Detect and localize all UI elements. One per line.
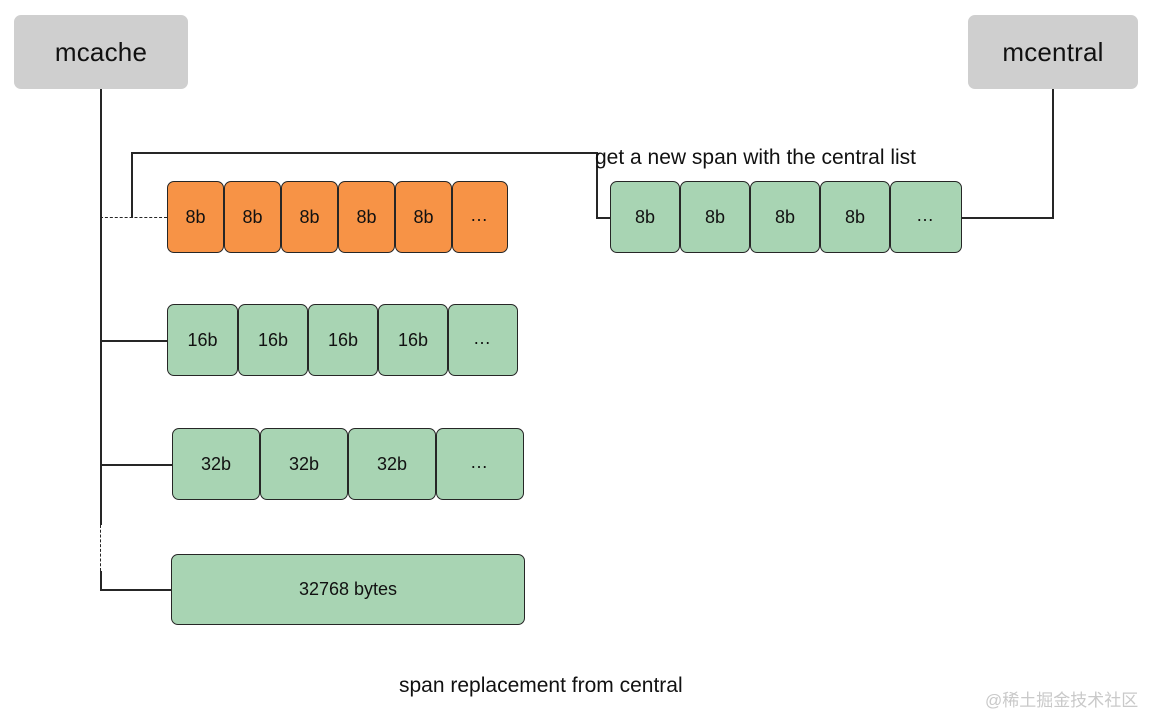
central-span-cell[interactable]: 8b bbox=[820, 181, 890, 253]
span-cell-label: 32b bbox=[288, 453, 320, 474]
span-cell[interactable]: 16b bbox=[238, 304, 308, 376]
span-cell[interactable]: 8b bbox=[395, 181, 452, 253]
watermark: @稀土掘金技术社区 bbox=[985, 691, 1139, 710]
node-mcentral[interactable]: mcentral bbox=[968, 15, 1138, 89]
wire-mcache-trunk-dashed bbox=[100, 525, 101, 571]
node-mcentral-label: mcentral bbox=[1002, 36, 1104, 67]
span-cell-ellipsis[interactable]: … bbox=[436, 428, 524, 500]
wire-mcentral-trunk bbox=[1052, 89, 1054, 218]
span-cell[interactable]: 32b bbox=[260, 428, 348, 500]
span-cell-label: 8b bbox=[299, 206, 320, 227]
node-mcache-label: mcache bbox=[54, 36, 148, 67]
wire-mcache-trunk-upper bbox=[100, 89, 102, 525]
node-mcache[interactable]: mcache bbox=[14, 15, 188, 89]
span-cell-label: … bbox=[470, 451, 490, 472]
central-span-cell-label: 8b bbox=[844, 206, 866, 227]
central-span-cell[interactable]: 8b bbox=[680, 181, 750, 253]
span-cell-label: 32b bbox=[376, 453, 408, 474]
central-span-cell-ellipsis[interactable]: … bbox=[890, 181, 962, 253]
span-cell-label: … bbox=[470, 204, 490, 225]
span-cell-label: 16b bbox=[257, 329, 289, 350]
wire-replacement-into-central-span bbox=[596, 217, 612, 219]
span-cell[interactable]: 32b bbox=[172, 428, 260, 500]
span-cell-label: 8b bbox=[242, 206, 263, 227]
wire-branch-8b-dashed bbox=[100, 217, 167, 218]
wire-mcache-trunk-lower bbox=[100, 571, 102, 591]
central-span-cell[interactable]: 8b bbox=[750, 181, 820, 253]
central-span-cell-label: 8b bbox=[704, 206, 726, 227]
span-cell-label: 16b bbox=[397, 329, 429, 350]
span-cell-label: 32768 bytes bbox=[298, 579, 398, 599]
wire-branch-16b bbox=[100, 340, 167, 342]
span-cell-large[interactable]: 32768 bytes bbox=[171, 554, 525, 625]
span-cell-label: 16b bbox=[187, 329, 218, 350]
diagram-caption: span replacement from central bbox=[399, 674, 683, 697]
span-cell[interactable]: 32b bbox=[348, 428, 436, 500]
span-cell-ellipsis[interactable]: … bbox=[448, 304, 518, 376]
wire-branch-large bbox=[100, 589, 171, 591]
central-span-cell-label: … bbox=[916, 204, 936, 225]
span-cell[interactable]: 8b bbox=[338, 181, 395, 253]
span-cell[interactable]: 8b bbox=[281, 181, 338, 253]
span-cell[interactable]: 8b bbox=[167, 181, 224, 253]
span-cell-label: … bbox=[473, 327, 493, 348]
wire-replacement-right-drop bbox=[596, 152, 598, 218]
span-cell[interactable]: 16b bbox=[308, 304, 378, 376]
annotation-central-list: get a new span with the central list bbox=[595, 146, 917, 169]
span-cell-label: 8b bbox=[356, 206, 377, 227]
span-cell-label: 16b bbox=[327, 329, 359, 350]
wire-replacement-top bbox=[131, 152, 598, 154]
span-cell[interactable]: 16b bbox=[167, 304, 238, 376]
span-cell-label: 8b bbox=[185, 206, 206, 227]
span-cell[interactable]: 16b bbox=[378, 304, 448, 376]
wire-branch-32b bbox=[100, 464, 172, 466]
wire-replacement-left-riser bbox=[131, 152, 133, 218]
span-cell[interactable]: 8b bbox=[224, 181, 281, 253]
span-cell-label: 32b bbox=[200, 453, 232, 474]
wire-mcentral-to-span bbox=[961, 217, 1054, 219]
span-cell-ellipsis[interactable]: … bbox=[452, 181, 508, 253]
central-span-cell-label: 8b bbox=[774, 206, 796, 227]
central-span-cell-label: 8b bbox=[634, 206, 656, 227]
central-span-cell[interactable]: 8b bbox=[610, 181, 680, 253]
span-cell-label: 8b bbox=[413, 206, 434, 227]
